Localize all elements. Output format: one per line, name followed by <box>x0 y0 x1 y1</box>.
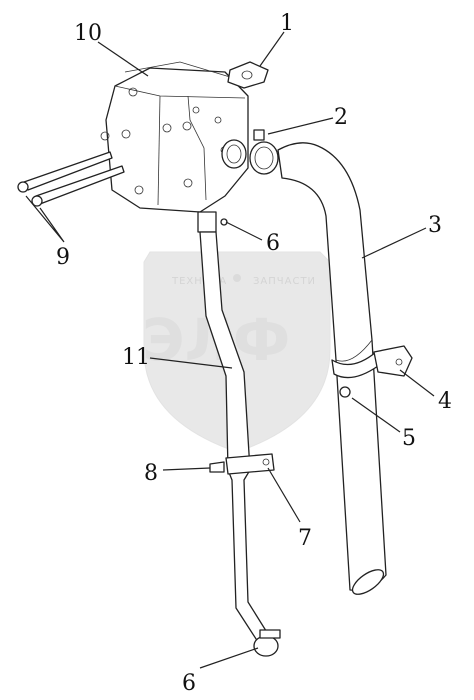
callout-4: 4 <box>438 389 452 414</box>
pipe-clamp <box>249 129 279 175</box>
callout-1: 1 <box>280 11 294 36</box>
exhaust-pipe <box>277 142 387 595</box>
leader-3 <box>361 227 427 259</box>
leader-4 <box>399 369 435 397</box>
callout-6-top: 6 <box>266 231 280 256</box>
leader-5 <box>351 397 401 433</box>
leader-9 <box>25 195 65 243</box>
leader-11 <box>149 357 233 369</box>
watermark-gear-icon <box>233 274 241 282</box>
leader-8 <box>162 467 211 471</box>
muffler-body <box>100 61 249 213</box>
callout-5: 5 <box>402 426 416 451</box>
watermark-text-right: ЗАПЧАСТИ <box>253 276 316 287</box>
flange-gasket <box>227 61 269 89</box>
leader-7 <box>267 467 301 523</box>
callout-2: 2 <box>334 105 348 130</box>
callout-10: 10 <box>74 21 102 46</box>
leader-1 <box>259 31 285 67</box>
watermark-text-left: ТЕХНИКА <box>171 276 227 287</box>
leader-6-bottom <box>199 647 259 669</box>
callout-9: 9 <box>56 245 70 270</box>
band-clamp <box>331 345 413 398</box>
pipe-bracket <box>209 453 275 475</box>
callout-3: 3 <box>428 213 442 238</box>
hose-clamp-bottom <box>253 629 281 657</box>
hose-fitting-top <box>197 211 228 233</box>
leader-10 <box>97 41 149 77</box>
leader-2 <box>267 117 334 135</box>
callout-6-bottom: 6 <box>182 671 196 696</box>
leader-6-top <box>225 221 263 241</box>
long-bolts <box>17 151 125 207</box>
callout-11: 11 <box>122 345 150 370</box>
callout-8: 8 <box>144 461 158 486</box>
leader-lines <box>25 31 435 669</box>
callout-7: 7 <box>298 526 312 551</box>
